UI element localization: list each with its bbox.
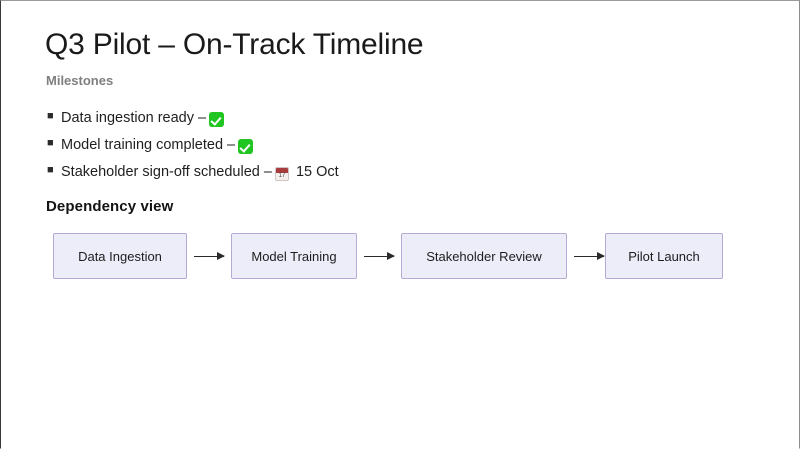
bullet-square-icon: ■ — [47, 164, 54, 176]
dependency-view-heading: Dependency view — [46, 198, 174, 215]
flow-node-label: Data Ingestion — [78, 248, 162, 264]
flow-arrow-1 — [194, 251, 225, 260]
milestone-date: 15 Oct — [295, 163, 339, 180]
white-check-mark-icon — [209, 112, 225, 128]
flow-arrow-3 — [574, 251, 605, 260]
section-label-milestones: Milestones — [46, 73, 114, 88]
milestone-text: Model training completed – — [61, 136, 236, 153]
calendar-icon — [274, 166, 289, 182]
flow-node-stakeholder-review[interactable]: Stakeholder Review — [401, 233, 567, 279]
flow-node-label: Stakeholder Review — [426, 248, 542, 264]
bullet-square-icon: ■ — [47, 137, 54, 149]
page-title: Q3 Pilot – On-Track Timeline — [45, 28, 424, 61]
milestone-text: Data ingestion ready – — [61, 109, 207, 126]
flow-node-pilot-launch[interactable]: Pilot Launch — [605, 233, 723, 279]
flow-node-model-training[interactable]: Model Training — [231, 233, 357, 279]
bullet-square-icon: ■ — [47, 110, 54, 122]
flow-arrow-2 — [364, 251, 395, 260]
flow-node-label: Pilot Launch — [628, 248, 700, 264]
flow-node-label: Model Training — [251, 248, 337, 264]
white-check-mark-icon — [238, 139, 254, 155]
flow-node-data-ingestion[interactable]: Data Ingestion — [53, 233, 187, 279]
list-item: ■ Model training completed – — [47, 131, 687, 158]
dependency-flow-diagram: Data Ingestion Model Training Stakeholde… — [1, 233, 799, 283]
list-item: ■ Stakeholder sign-off scheduled – 15 Oc… — [47, 158, 687, 185]
list-item: ■ Data ingestion ready – — [47, 104, 687, 131]
milestone-text: Stakeholder sign-off scheduled – — [61, 163, 272, 180]
milestone-list: ■ Data ingestion ready – ■ Model trainin… — [47, 104, 687, 185]
